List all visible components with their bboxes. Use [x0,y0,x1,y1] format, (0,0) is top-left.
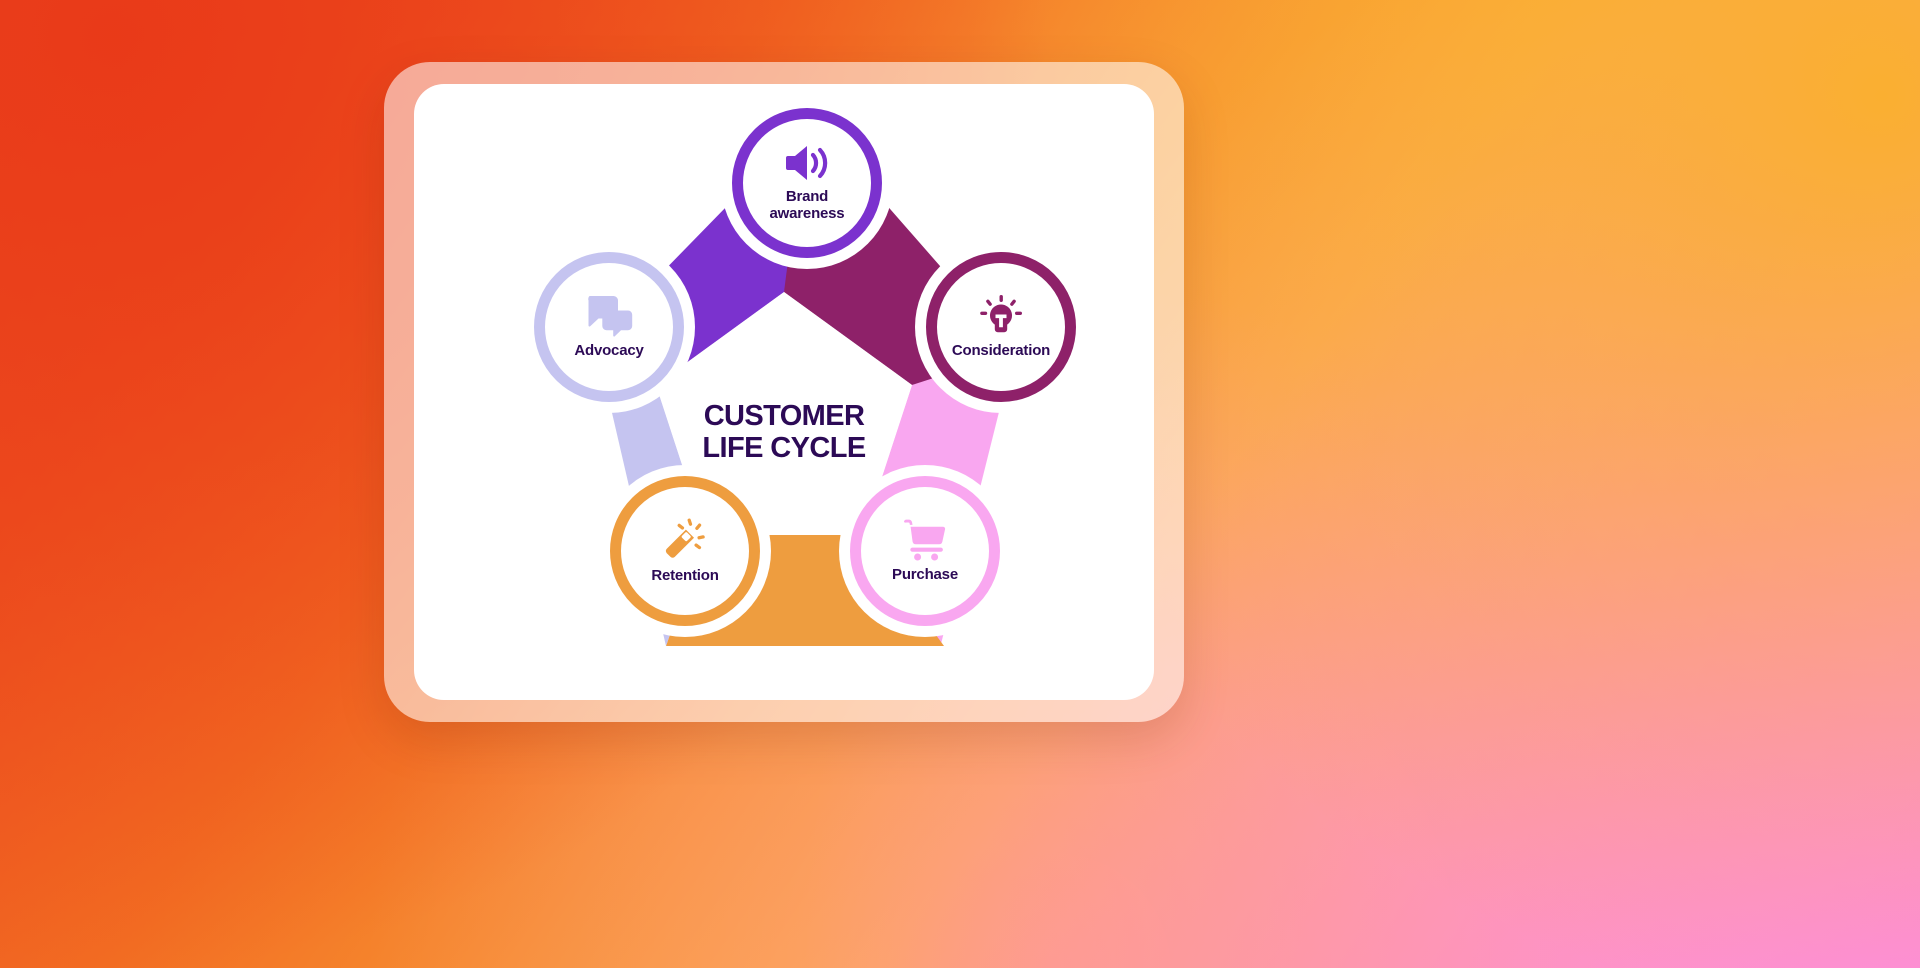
stage-node-advocacy[interactable]: Advocacy [534,252,684,402]
stage-node-purchase[interactable]: Purchase [850,476,1000,626]
stage-label-brand-awareness: Brand awareness [769,188,845,222]
stage-node-brand-awareness[interactable]: Brand awareness [732,108,882,258]
magic-wand-icon [663,518,707,562]
stage-label-advocacy: Advocacy [574,341,644,359]
center-title-line-2: LIFE CYCLE [702,432,866,465]
diagram-card: Brand awareness [414,84,1154,700]
shopping-cart-icon [902,519,948,561]
speaker-volume-icon [784,143,830,183]
stage-node-consideration[interactable]: Consideration [926,252,1076,402]
lightbulb-icon [979,294,1023,337]
stage-node-retention[interactable]: Retention [610,476,760,626]
stage-label-consideration: Consideration [951,341,1051,359]
stage-label-purchase: Purchase [892,565,958,583]
diagram-center-title: CUSTOMER LIFE CYCLE [660,400,908,465]
chat-bubbles-icon [585,295,633,337]
stage-label-retention: Retention [651,566,719,584]
center-title-line-1: CUSTOMER [703,400,865,432]
diagram-card-frame: Brand awareness [384,62,1184,722]
